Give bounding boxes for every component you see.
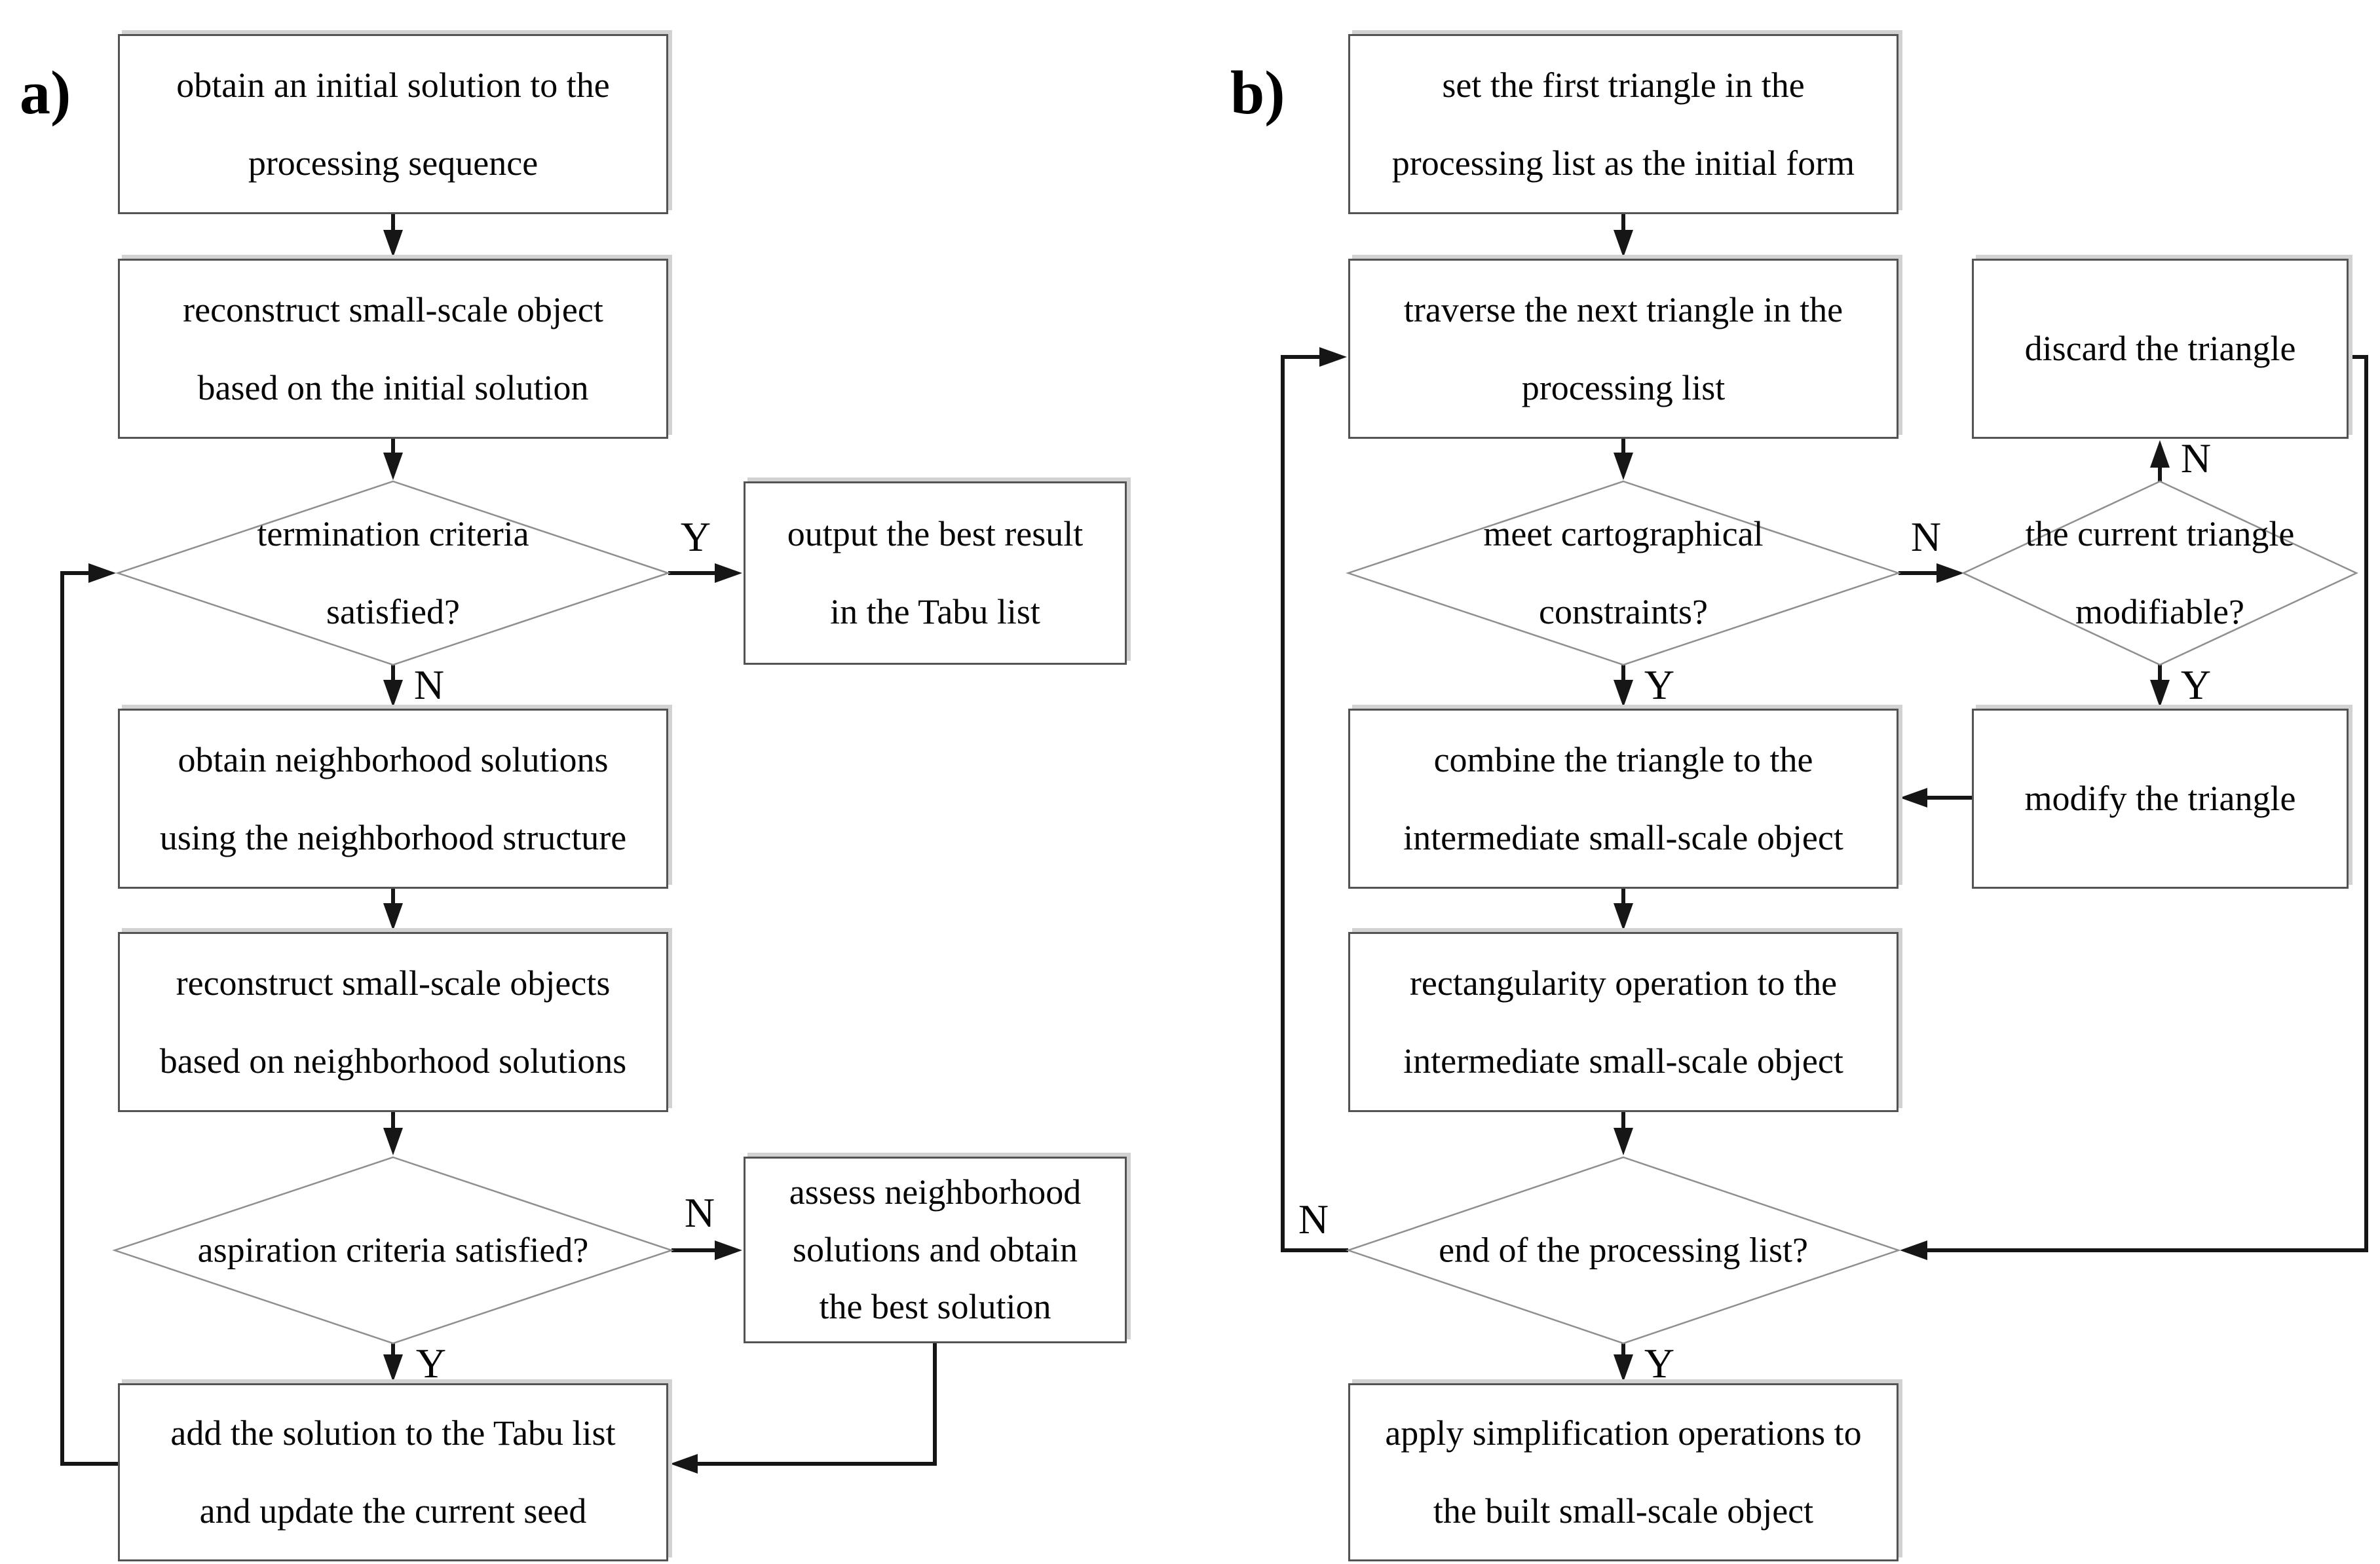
edge-reconstruct2-to-aspiration <box>383 1112 403 1155</box>
node-label: assess neighborhood solutions and obtain… <box>789 1172 1082 1327</box>
node-label: combine the triangle to the intermediate… <box>1403 739 1843 857</box>
decision-aspiration-criteria-label: aspiration criteria satisfied? <box>197 1230 589 1270</box>
edge-label-end-yes: Y <box>1644 1340 1675 1387</box>
decision-aspiration-criteria <box>112 1156 674 1345</box>
node-label: reconstruct small-scale object based on … <box>183 289 603 407</box>
node-label: rectangularity operation to the intermed… <box>1403 963 1843 1081</box>
edge-label-aspiration-yes: Y <box>415 1340 447 1387</box>
edge-modify-to-combine <box>1900 788 1972 808</box>
process-reconstruct-initial: reconstruct small-scale object based on … <box>118 259 668 439</box>
decision-end-processing-list <box>1346 1156 1901 1345</box>
decision-triangle-modifiable <box>1961 480 2358 666</box>
edge-rectangularity-to-end <box>1614 1112 1633 1155</box>
decision-cartographical-constraints-label: meet cartographical constraints? <box>1483 514 1764 631</box>
edge-reconstruct-to-termination <box>383 439 403 480</box>
edge-label-modifiable-yes: Y <box>2180 661 2212 708</box>
decision-termination-criteria-label: termination criteria satisfied? <box>257 514 529 631</box>
edge-aspiration-yes-to-add-tabu <box>383 1343 403 1382</box>
node-label: discard the triangle <box>2024 329 2296 369</box>
edge-combine-to-rectangularity <box>1614 889 1633 931</box>
process-rectangularity-operation: rectangularity operation to the intermed… <box>1348 932 1898 1112</box>
decision-triangle-modifiable-label: the current triangle modifiable? <box>2025 514 2295 631</box>
decision-termination-criteria <box>115 480 671 666</box>
node-label: traverse the next triangle in the proces… <box>1403 289 1843 407</box>
edge-aspiration-no-to-assess <box>671 1240 742 1260</box>
node-label: modify the triangle <box>2024 779 2296 819</box>
node-label: obtain neighborhood solutions using the … <box>159 739 627 857</box>
process-modify-triangle: modify the triangle <box>1972 709 2349 889</box>
decision-end-processing-list-label: end of the processing list? <box>1439 1230 1808 1270</box>
process-reconstruct-neighborhood: reconstruct small-scale objects based on… <box>118 932 668 1112</box>
edge-add-tabu-to-termination <box>60 563 118 1466</box>
edge-termination-no-to-neighborhood <box>383 665 403 707</box>
edge-label-termination-no: N <box>413 661 445 708</box>
decision-cartographical-constraints <box>1346 480 1901 666</box>
process-assess-neighborhood: assess neighborhood solutions and obtain… <box>744 1157 1127 1343</box>
node-label: add the solution to the Tabu list and up… <box>170 1413 616 1531</box>
edge-assess-to-add-tabu <box>670 1343 937 1474</box>
edge-label-termination-yes: Y <box>680 513 711 560</box>
process-apply-simplification: apply simplification operations to the b… <box>1348 1383 1898 1561</box>
edge-traverse-to-constraints <box>1614 439 1633 480</box>
edge-neighborhood-to-reconstruct2 <box>383 889 403 931</box>
node-label: output the best result in the Tabu list <box>787 514 1084 631</box>
process-set-first-triangle: set the first triangle in the processing… <box>1348 34 1898 214</box>
edge-label-modifiable-no: N <box>2180 435 2212 481</box>
edge-constraints-no-to-modifiable <box>1898 563 1964 583</box>
node-label: set the first triangle in the processing… <box>1391 65 1855 183</box>
edge-end-yes-to-simplify <box>1614 1343 1633 1382</box>
edge-label-constraints-no: N <box>1910 513 1942 560</box>
edge-modifiable-yes-to-modify <box>2150 665 2170 707</box>
process-obtain-initial-solution: obtain an initial solution to the proces… <box>118 34 668 214</box>
node-label: obtain an initial solution to the proces… <box>176 65 610 183</box>
panel-b-label: b) <box>1230 59 1285 127</box>
node-label: reconstruct small-scale objects based on… <box>159 963 627 1081</box>
edge-set-first-to-traverse <box>1614 214 1633 257</box>
node-label: apply simplification operations to the b… <box>1385 1413 1862 1531</box>
process-output-best-result: output the best result in the Tabu list <box>744 481 1127 665</box>
process-combine-triangle: combine the triangle to the intermediate… <box>1348 709 1898 889</box>
edge-label-constraints-yes: Y <box>1644 661 1675 708</box>
edge-end-no-to-traverse <box>1281 347 1348 1252</box>
process-discard-triangle: discard the triangle <box>1972 259 2349 439</box>
edge-discard-to-end <box>1900 355 2368 1260</box>
process-add-tabu: add the solution to the Tabu list and up… <box>118 1383 668 1561</box>
edge-termination-yes-to-output <box>668 563 742 583</box>
edge-label-aspiration-no: N <box>684 1189 715 1236</box>
edge-initial-to-reconstruct <box>383 214 403 257</box>
process-obtain-neighborhood: obtain neighborhood solutions using the … <box>118 709 668 889</box>
edge-constraints-yes-to-combine <box>1614 665 1633 707</box>
process-traverse-next-triangle: traverse the next triangle in the proces… <box>1348 259 1898 439</box>
edge-label-end-no: N <box>1298 1196 1329 1242</box>
panel-a-label: a) <box>20 59 71 127</box>
edge-modifiable-no-to-discard <box>2150 440 2170 481</box>
